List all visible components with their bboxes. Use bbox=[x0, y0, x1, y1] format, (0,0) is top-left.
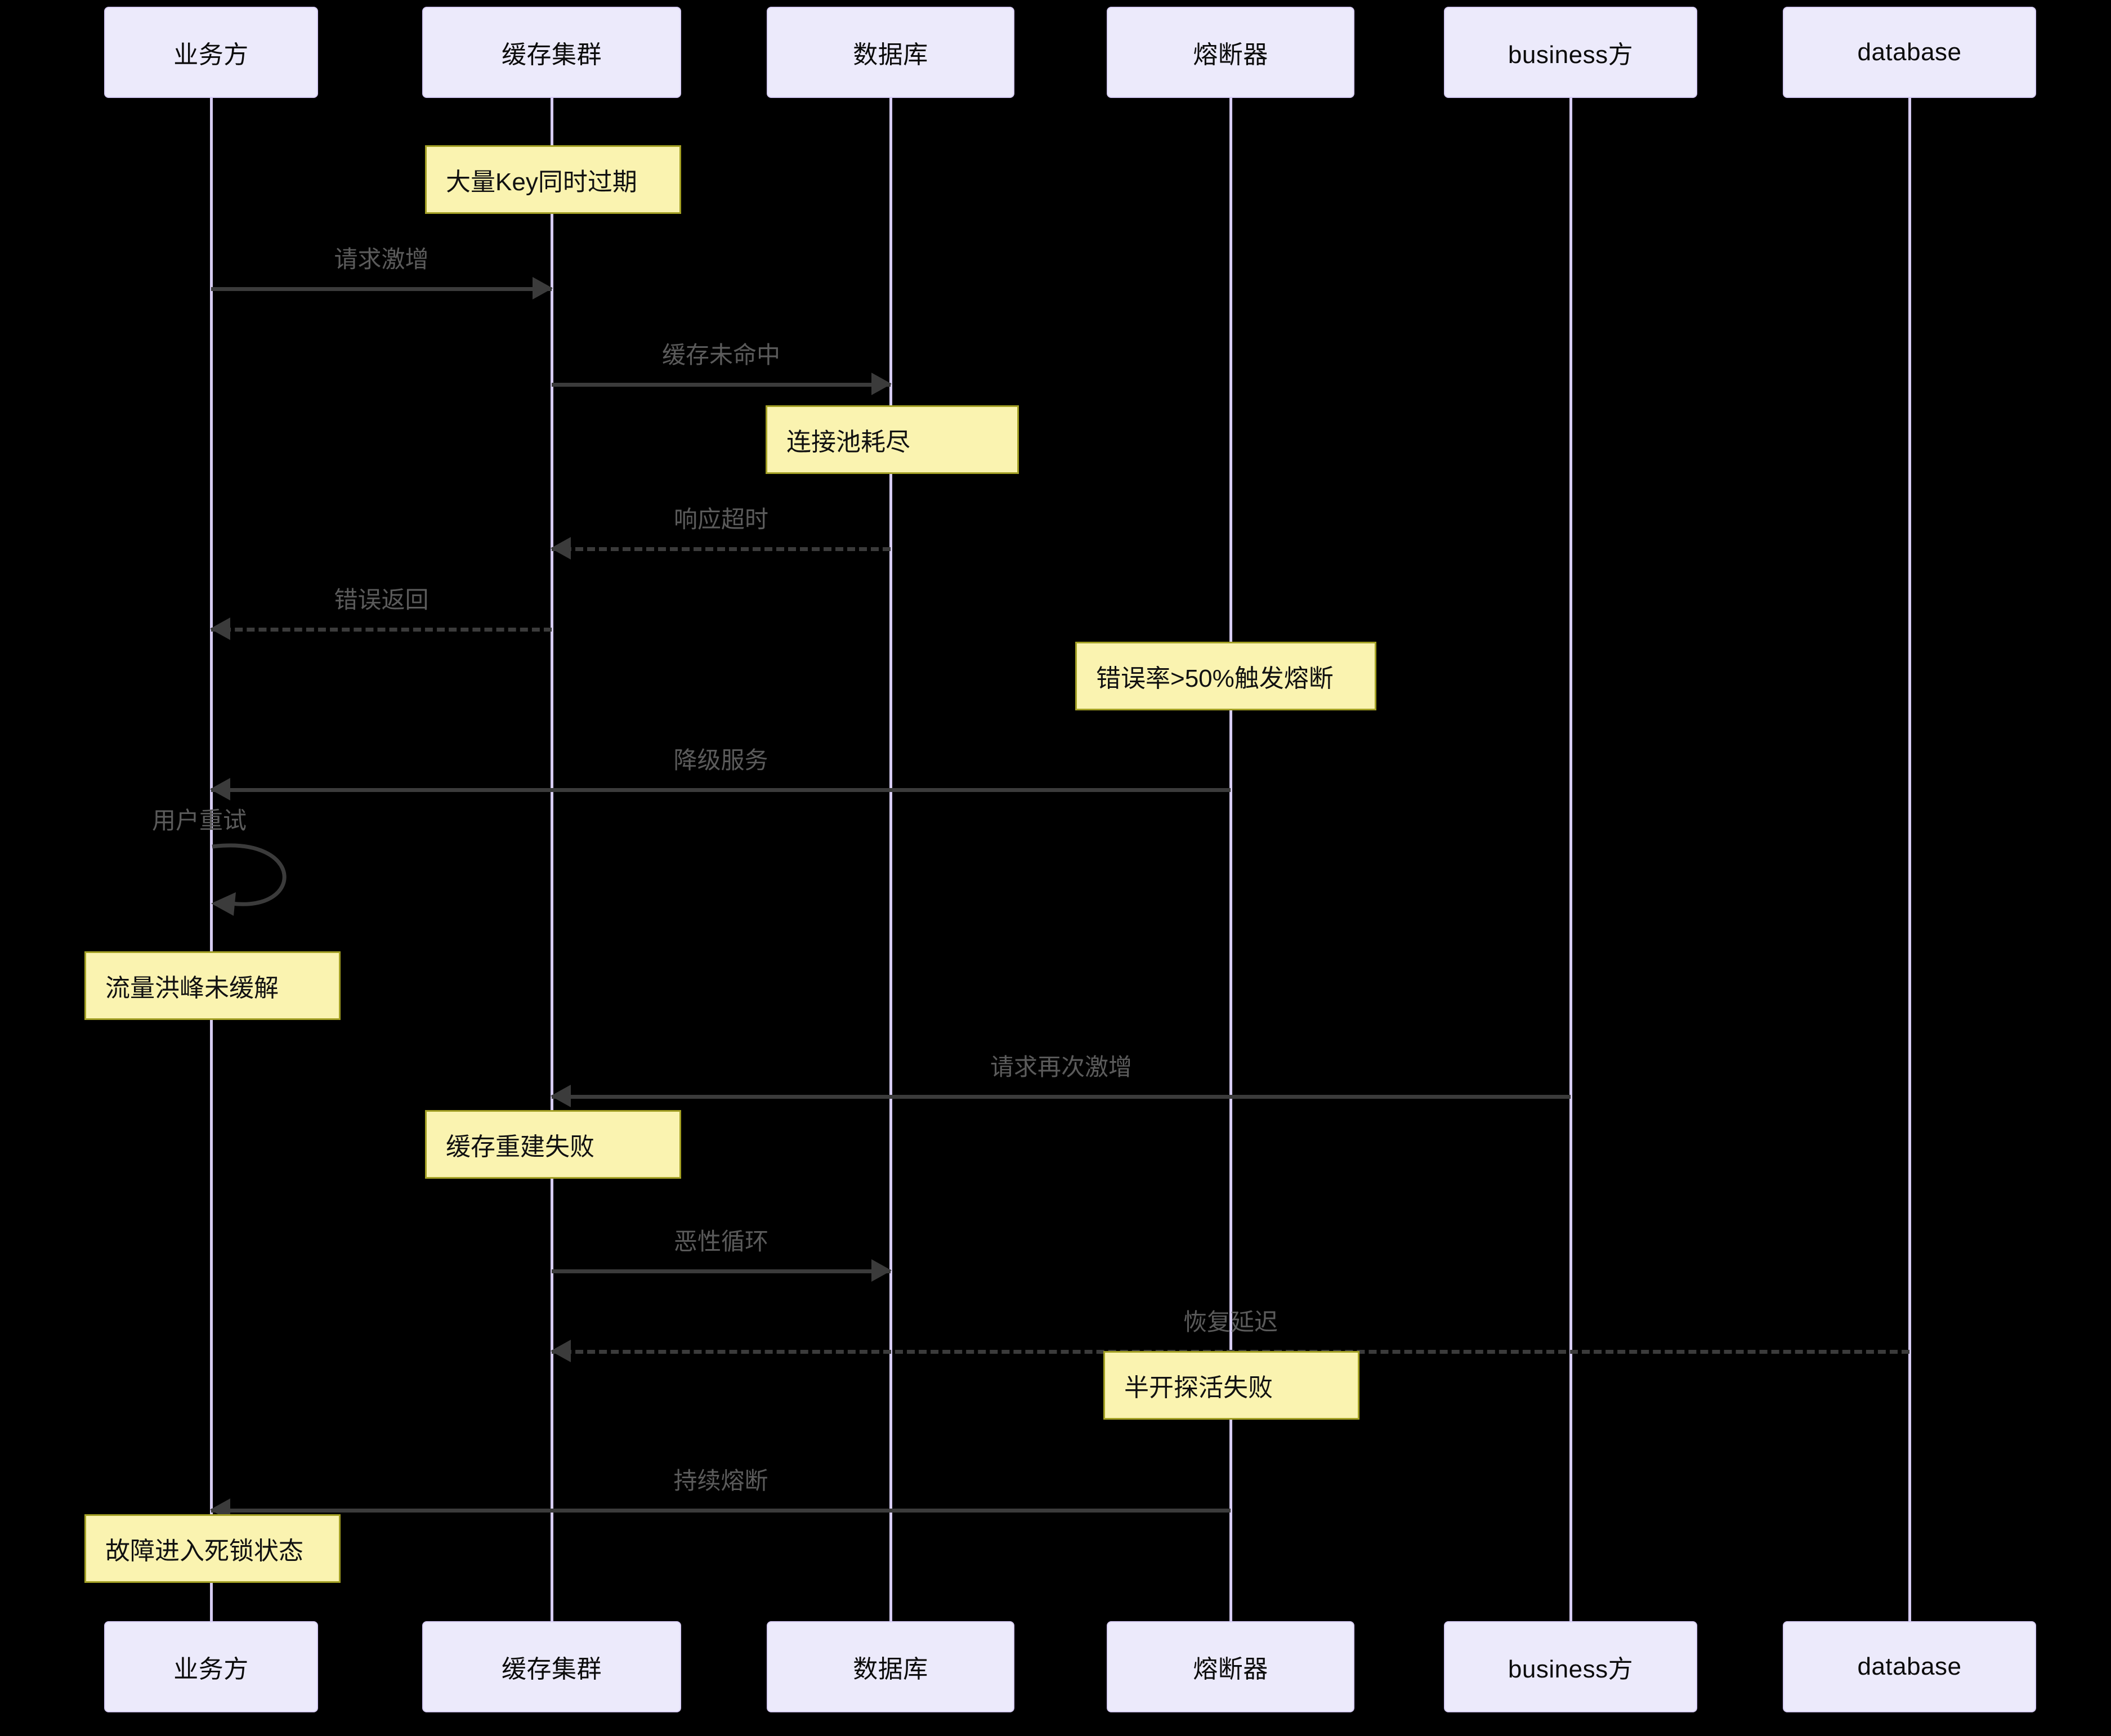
participant-label: 熔断器 bbox=[1193, 1656, 1268, 1683]
participant-cache-top[interactable]: 缓存集群 bbox=[422, 7, 681, 98]
participant-database-top[interactable]: database bbox=[1783, 7, 2036, 98]
message-label: 持续熔断 bbox=[673, 1467, 768, 1494]
note-note-rebuild-fail[interactable]: 缓存重建失败 bbox=[425, 1110, 681, 1179]
arrowhead-icon bbox=[551, 1085, 571, 1107]
note-note-breaker-trip[interactable]: 错误率>50%触发熔断 bbox=[1075, 642, 1376, 710]
message-label: 缓存未命中 bbox=[661, 342, 780, 368]
participant-label: 业务方 bbox=[173, 41, 249, 69]
note-text: 大量Key同时过期 bbox=[446, 168, 637, 196]
arrowhead-icon bbox=[533, 277, 553, 299]
message-label: 请求再次激增 bbox=[990, 1054, 1132, 1080]
message-line bbox=[211, 788, 1231, 792]
note-note-halfopen[interactable]: 半开探活失败 bbox=[1103, 1351, 1359, 1420]
participant-breaker-top[interactable]: 熔断器 bbox=[1107, 7, 1354, 98]
message-line bbox=[211, 287, 552, 291]
note-text: 错误率>50%触发熔断 bbox=[1096, 665, 1334, 692]
participant-label: 数据库 bbox=[853, 1656, 928, 1683]
arrowhead-icon bbox=[551, 537, 571, 560]
participant-database-bottom[interactable]: database bbox=[1783, 1621, 2036, 1712]
participant-biz-bottom[interactable]: 业务方 bbox=[104, 1621, 318, 1712]
self-message-label: 用户重试 bbox=[152, 807, 247, 834]
message-label: 错误返回 bbox=[334, 587, 429, 613]
message-label: 恢复延迟 bbox=[1183, 1309, 1278, 1335]
note-note-flood[interactable]: 流量洪峰未缓解 bbox=[84, 951, 341, 1020]
lifeline-breaker bbox=[1229, 98, 1232, 1621]
self-loop-icon bbox=[211, 843, 287, 916]
lifeline-database bbox=[1908, 98, 1911, 1621]
note-text: 故障进入死锁状态 bbox=[105, 1537, 303, 1565]
message-line bbox=[552, 383, 891, 387]
participant-business-top[interactable]: business方 bbox=[1444, 7, 1697, 98]
participant-label: business方 bbox=[1508, 1656, 1634, 1683]
message-line bbox=[552, 547, 891, 551]
message-label: 恶性循环 bbox=[673, 1228, 768, 1255]
participant-label: database bbox=[1857, 38, 1962, 66]
participant-breaker-bottom[interactable]: 熔断器 bbox=[1107, 1621, 1354, 1712]
note-text: 半开探活失败 bbox=[1124, 1374, 1273, 1402]
message-label: 响应超时 bbox=[673, 506, 768, 533]
participant-business-bottom[interactable]: business方 bbox=[1444, 1621, 1697, 1712]
note-text: 流量洪峰未缓解 bbox=[105, 974, 279, 1002]
arrowhead-icon bbox=[210, 778, 230, 800]
participant-biz-top[interactable]: 业务方 bbox=[104, 7, 318, 98]
arrowhead-icon bbox=[551, 1340, 571, 1362]
participant-cache-bottom[interactable]: 缓存集群 bbox=[422, 1621, 681, 1712]
note-text: 缓存重建失败 bbox=[446, 1133, 594, 1161]
participant-label: 业务方 bbox=[173, 1656, 249, 1683]
participant-label: database bbox=[1857, 1653, 1962, 1680]
lifeline-db bbox=[889, 98, 892, 1621]
arrowhead-icon bbox=[871, 373, 892, 395]
message-line bbox=[211, 1509, 1231, 1513]
participant-db-top[interactable]: 数据库 bbox=[767, 7, 1014, 98]
participant-label: business方 bbox=[1508, 41, 1634, 69]
participant-label: 数据库 bbox=[853, 41, 928, 69]
lifeline-biz bbox=[210, 98, 213, 1621]
arrowhead-icon bbox=[210, 618, 230, 640]
note-note-deadlock[interactable]: 故障进入死锁状态 bbox=[84, 1514, 341, 1583]
message-label: 降级服务 bbox=[673, 747, 768, 773]
message-label: 请求激增 bbox=[334, 246, 429, 272]
note-note-pool-drain[interactable]: 连接池耗尽 bbox=[766, 405, 1019, 474]
arrowhead-icon bbox=[871, 1259, 892, 1282]
participant-db-bottom[interactable]: 数据库 bbox=[767, 1621, 1014, 1712]
lifeline-cache bbox=[551, 98, 553, 1621]
message-line bbox=[552, 1269, 891, 1273]
participant-label: 缓存集群 bbox=[502, 41, 602, 69]
participant-label: 熔断器 bbox=[1193, 41, 1268, 69]
note-text: 连接池耗尽 bbox=[786, 428, 910, 456]
message-line bbox=[552, 1095, 1571, 1099]
message-line bbox=[211, 628, 552, 632]
note-note-key-expire[interactable]: 大量Key同时过期 bbox=[425, 145, 681, 214]
participant-label: 缓存集群 bbox=[502, 1656, 602, 1683]
lifeline-business bbox=[1569, 98, 1572, 1621]
